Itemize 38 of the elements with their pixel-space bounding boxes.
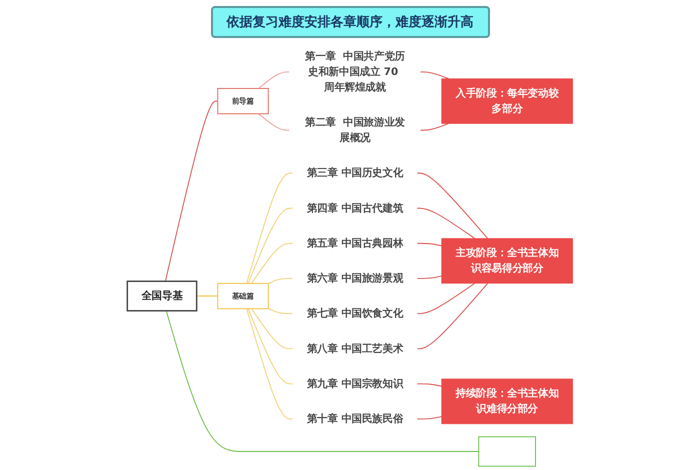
connector — [416, 172, 488, 239]
connector — [251, 242, 294, 284]
connector — [268, 308, 294, 314]
connector — [416, 208, 476, 239]
connector — [416, 276, 442, 279]
node-text: 第四章 中国古代建筑 — [306, 202, 404, 214]
connector — [416, 242, 442, 246]
node-text: 第三章 中国历史文化 — [306, 167, 404, 179]
connector — [420, 71, 449, 80]
connector — [268, 278, 294, 284]
connector — [420, 123, 449, 131]
connector — [258, 113, 290, 131]
connector — [416, 416, 442, 420]
connector — [258, 71, 290, 89]
connector — [416, 282, 488, 350]
node-text: 第八章 中国工艺美术 — [306, 342, 404, 355]
heading-banner: 依据复习难度安排各章顺序，难度逐渐升高 — [210, 6, 490, 38]
connector — [248, 308, 294, 384]
connector — [248, 208, 294, 284]
node-text: 第六章 中国旅游景观 — [306, 272, 404, 284]
node-text: 第一章 中国共产党历史和新中国成立 70 周年辉煌成就 — [304, 50, 405, 94]
connector — [246, 308, 294, 420]
node-box: 入手阶段：每年变动较多部分 — [441, 78, 573, 124]
node-text: 第七章 中国饮食文化 — [306, 308, 404, 320]
connector — [166, 310, 480, 452]
node-text: 第五章 中国古典园林 — [306, 237, 404, 250]
node-box: 持续阶段：全书主体知识难得分部分 — [441, 378, 573, 424]
connector — [164, 100, 218, 282]
connector — [416, 282, 476, 314]
connector — [251, 308, 294, 350]
node-box: 主攻阶段：全书主体知识容易得分部分 — [441, 238, 573, 284]
node-text: 第九章 中国宗教知识 — [306, 378, 404, 390]
node-box — [478, 436, 536, 467]
node-text: 第二章 中国旅游业发展概况 — [304, 116, 405, 144]
node-box: 全国导基 — [126, 280, 198, 312]
connector — [246, 172, 294, 284]
node-text: 第十章 中国民族民俗 — [306, 413, 404, 425]
connector — [416, 383, 442, 387]
